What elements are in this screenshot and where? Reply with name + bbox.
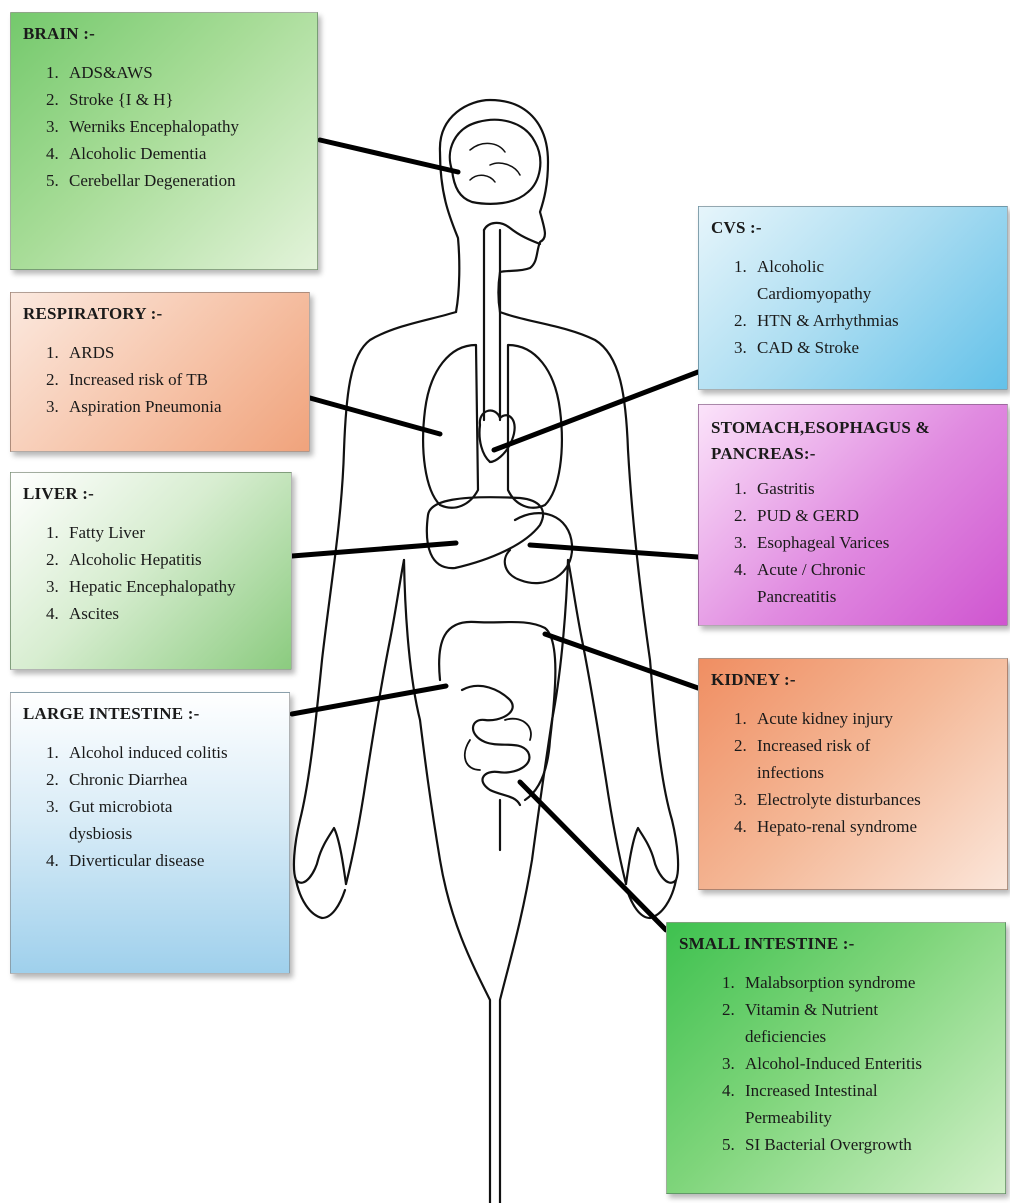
small-intestine-item: Vitamin & Nutrient deficiencies xyxy=(739,996,945,1050)
stomach-list: Gastritis PUD & GERD Esophageal Varices … xyxy=(711,475,997,610)
cvs-item: HTN & Arrhythmias xyxy=(751,307,997,334)
stomach-item: Gastritis xyxy=(751,475,997,502)
brain-item: Stroke {I & H} xyxy=(63,86,307,113)
liver xyxy=(427,497,543,568)
large-intestine-list: Alcohol induced colitis Chronic Diarrhea… xyxy=(23,739,279,874)
small-intestine-list: Malabsorption syndrome Vitamin & Nutrien… xyxy=(679,969,995,1158)
kidney-connector xyxy=(545,634,698,688)
small-intestine-item: Alcohol-Induced Enteritis xyxy=(739,1050,995,1077)
small-intestine xyxy=(462,686,529,805)
cvs-title: CVS :- xyxy=(711,217,997,239)
small-intestine-box: SMALL INTESTINE :- Malabsorption syndrom… xyxy=(666,922,1006,1194)
small-intestine-title: SMALL INTESTINE :- xyxy=(679,933,995,955)
stomach-item: Esophageal Varices xyxy=(751,529,997,556)
right-inner-arm xyxy=(568,560,626,884)
liver-box: LIVER :- Fatty Liver Alcoholic Hepatitis… xyxy=(10,472,292,670)
cvs-box: CVS :- Alcoholic Cardiomyopathy HTN & Ar… xyxy=(698,206,1008,390)
brain-box: BRAIN :- ADS&AWS Stroke {I & H} Werniks … xyxy=(10,12,318,270)
liver-item: Alcoholic Hepatitis xyxy=(63,546,281,573)
large-intestine-box: LARGE INTESTINE :- Alcohol induced colit… xyxy=(10,692,290,974)
large-intestine-item: Gut microbiota dysbiosis xyxy=(63,793,229,847)
cvs-item: Alcoholic Cardiomyopathy xyxy=(751,253,927,307)
stomach-item: Acute / Chronic Pancreatitis xyxy=(751,556,917,610)
left-hand xyxy=(296,880,345,918)
large-intestine-item: Alcohol induced colitis xyxy=(63,739,229,766)
large-intestine xyxy=(439,622,555,800)
large-intestine-item: Diverticular disease xyxy=(63,847,279,874)
cvs-connector xyxy=(494,372,698,450)
large-intestine-connector xyxy=(292,686,446,714)
large-intestine-title: LARGE INTESTINE :- xyxy=(23,703,279,725)
brain-item: ADS&AWS xyxy=(63,59,307,86)
respiratory-list: ARDS Increased risk of TB Aspiration Pne… xyxy=(23,339,299,420)
right-torso xyxy=(500,560,568,1203)
kidney-item: Electrolyte disturbances xyxy=(751,786,997,813)
liver-title: LIVER :- xyxy=(23,483,281,505)
respiratory-item: Increased risk of TB xyxy=(63,366,299,393)
respiratory-box: RESPIRATORY :- ARDS Increased risk of TB… xyxy=(10,292,310,452)
liver-list: Fatty Liver Alcoholic Hepatitis Hepatic … xyxy=(23,519,281,627)
brain-title: BRAIN :- xyxy=(23,23,307,45)
head-outline xyxy=(440,100,548,312)
brain-item: Cerebellar Degeneration xyxy=(63,167,307,194)
brain-outline xyxy=(450,120,541,204)
left-torso xyxy=(404,560,490,1203)
cvs-list: Alcoholic Cardiomyopathy HTN & Arrhythmi… xyxy=(711,253,997,361)
kidney-item: Acute kidney injury xyxy=(751,705,997,732)
liver-item: Fatty Liver xyxy=(63,519,281,546)
stomach-box: STOMACH,ESOPHAGUS & PANCREAS:- Gastritis… xyxy=(698,404,1008,626)
trachea xyxy=(484,230,500,420)
small-intestine-item: Increased Intestinal Permeability xyxy=(739,1077,945,1131)
respiratory-connector xyxy=(310,398,440,434)
respiratory-item: Aspiration Pneumonia xyxy=(63,393,299,420)
small-intestine-item: SI Bacterial Overgrowth xyxy=(739,1131,995,1158)
kidney-title: KIDNEY :- xyxy=(711,669,997,691)
small-intestine-connector xyxy=(520,782,666,930)
kidney-list: Acute kidney injury Increased risk of in… xyxy=(711,705,997,840)
brain-list: ADS&AWS Stroke {I & H} Werniks Encephalo… xyxy=(23,59,307,194)
kidney-item: Increased risk of infections xyxy=(751,732,917,786)
head-back-outline xyxy=(440,152,459,312)
cvs-item: CAD & Stroke xyxy=(751,334,997,361)
kidney-item: Hepato-renal syndrome xyxy=(751,813,997,840)
liver-item: Hepatic Encephalopathy xyxy=(63,573,239,600)
large-intestine-item: Chronic Diarrhea xyxy=(63,766,279,793)
left-lung xyxy=(423,345,478,508)
stomach-connector xyxy=(530,545,698,557)
stomach-title: STOMACH,ESOPHAGUS & PANCREAS:- xyxy=(711,415,997,467)
stomach-item: PUD & GERD xyxy=(751,502,997,529)
liver-item: Ascites xyxy=(63,600,281,627)
respiratory-title: RESPIRATORY :- xyxy=(23,303,299,325)
left-inner-arm xyxy=(346,560,404,884)
small-intestine-item: Malabsorption syndrome xyxy=(739,969,995,996)
brain-item: Werniks Encephalopathy xyxy=(63,113,307,140)
kidney-box: KIDNEY :- Acute kidney injury Increased … xyxy=(698,658,1008,890)
brain-item: Alcoholic Dementia xyxy=(63,140,307,167)
respiratory-item: ARDS xyxy=(63,339,299,366)
brain-connector xyxy=(320,140,458,172)
